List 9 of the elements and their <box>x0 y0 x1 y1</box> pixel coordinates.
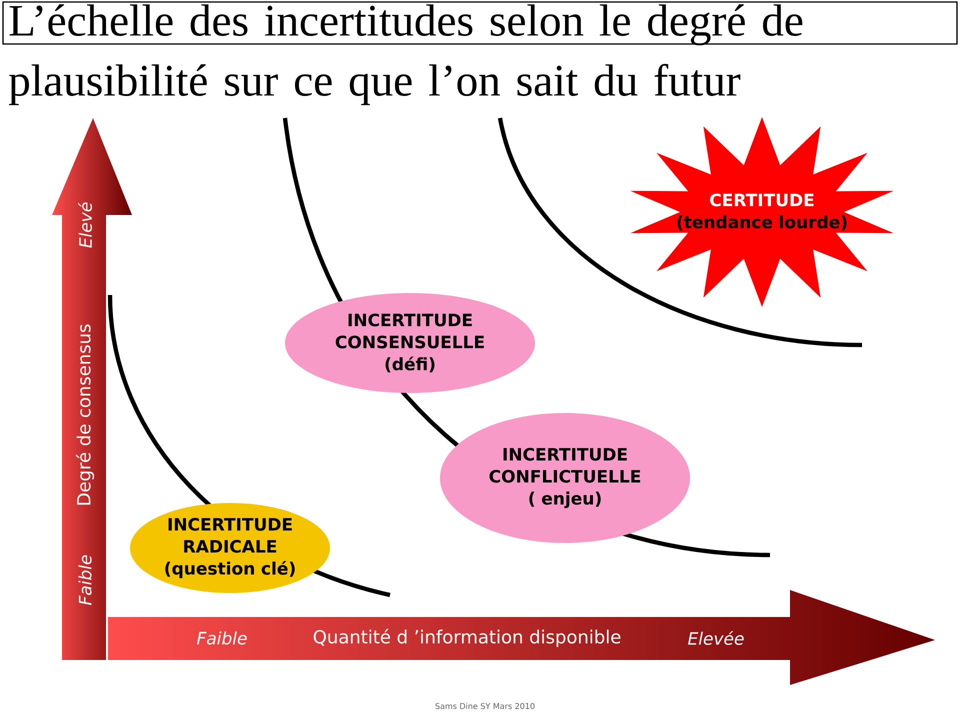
axis-label: Elevée <box>688 631 744 645</box>
axis-title: Degré de consensus <box>76 324 94 505</box>
title: L’échelle des incertitudes selon le degré de plausibilité sur ce que l’on sait du futur <box>2 1 958 106</box>
axis-label: Faible <box>78 555 92 605</box>
starburst: CERTITUDE (tendance lourde) <box>630 117 894 307</box>
axis-title: Quantité d ’information disponible <box>314 628 620 648</box>
axis-label: Elevé <box>78 202 92 248</box>
axis-label: Faible <box>197 631 247 645</box>
footer-note: Sams Dine SY Mars 2010 <box>436 702 534 710</box>
